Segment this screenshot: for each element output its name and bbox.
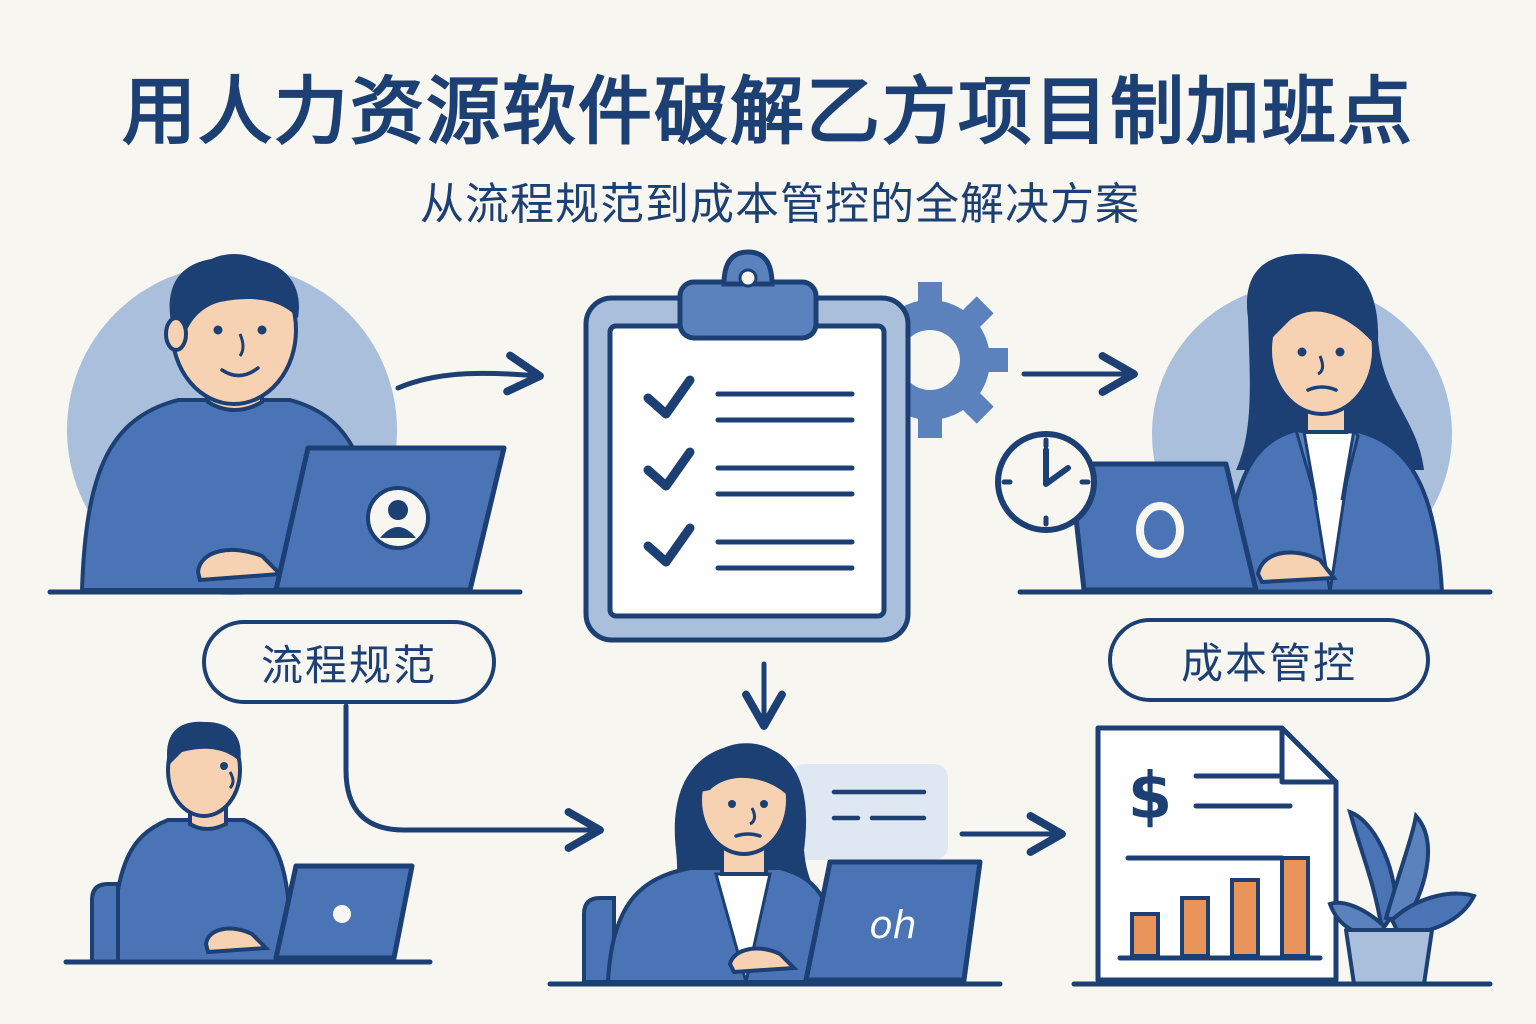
man-at-laptop-bottom <box>90 721 415 964</box>
power-icon <box>1136 502 1184 558</box>
arrow-to-clipboard <box>395 351 544 396</box>
check-icon <box>643 447 695 491</box>
clock-icon <box>995 431 1097 533</box>
cost-report: $ <box>1095 725 1339 983</box>
dollar-icon: $ <box>1128 760 1173 834</box>
page-subtitle: 从流程规范到成本管控的全解决方案 <box>420 179 1140 230</box>
laptop-screen-text: oh <box>869 903 916 947</box>
plant-icon <box>1327 808 1477 986</box>
arrow-to-woman-bottom <box>343 703 604 852</box>
checklist-clipboard <box>583 249 911 643</box>
laptop <box>1067 461 1259 593</box>
cost-label: 成本管控 <box>1108 618 1430 702</box>
laptop <box>803 859 983 983</box>
clipboard-clip <box>677 279 819 341</box>
woman-at-laptop-top <box>1067 253 1452 594</box>
process-label: 流程规范 <box>202 620 496 704</box>
man-at-laptop <box>67 254 507 595</box>
page-title: 用人力资源软件破解乙方项目制加班点 <box>122 69 1414 155</box>
message-card <box>790 764 948 860</box>
woman-at-laptop-bottom: oh <box>582 743 983 984</box>
check-icon <box>643 375 695 419</box>
check-icon <box>643 523 695 567</box>
